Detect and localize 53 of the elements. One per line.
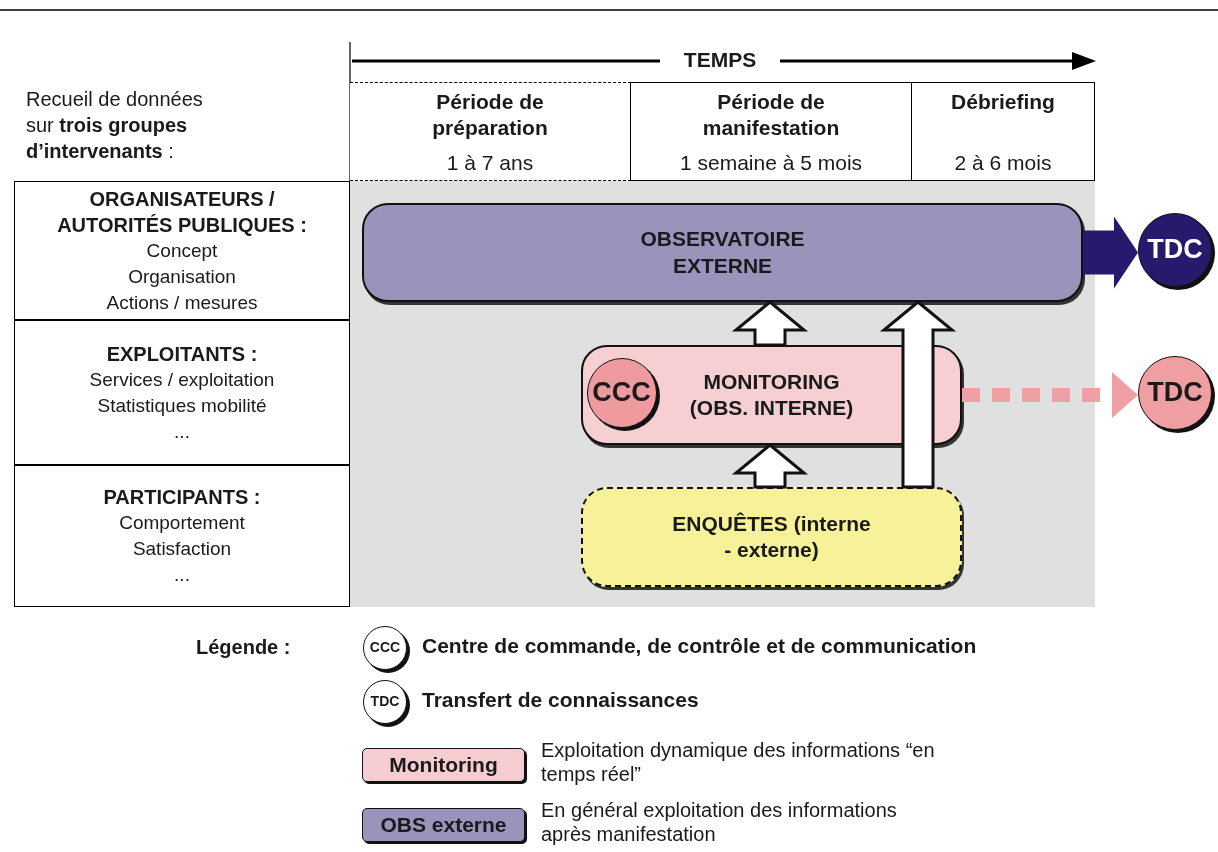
circle-badge xyxy=(586,357,657,428)
intro-note: Recueil de données sur trois groupes d’intervenants : xyxy=(25,87,204,164)
rounded-box xyxy=(362,203,1083,302)
legend-swatch xyxy=(362,748,525,782)
badge-label: TDC xyxy=(1147,376,1203,410)
legend-text: Centre de commande, de contrôle et de communication xyxy=(422,634,977,658)
stakeholder-row xyxy=(14,181,350,320)
hollow-arrow xyxy=(731,443,809,489)
group-item: Organisation xyxy=(128,264,236,289)
period-header-cell xyxy=(631,82,912,181)
period-duration: 1 semaine à 5 mois xyxy=(679,149,863,176)
period-header-cell xyxy=(350,82,631,181)
period-title: Débriefing xyxy=(951,89,1055,115)
box-title: MONITORING (OBS. INTERNE) xyxy=(688,368,855,421)
group-item: Concept xyxy=(146,238,218,263)
period-header-cell xyxy=(912,82,1095,181)
box-title: ENQUÊTES (interne - externe) xyxy=(671,510,872,563)
circle-badge xyxy=(363,680,407,724)
block-arrow xyxy=(1083,216,1138,289)
period-duration: 1 à 7 ans xyxy=(446,149,534,176)
period-title: Période de préparation xyxy=(431,89,549,142)
legend-text: En général exploitation des informations après manifestation xyxy=(541,798,898,846)
legend-text: Exploitation dynamique des informations “en temps réel” xyxy=(541,738,936,786)
badge-label: TDC xyxy=(370,693,400,711)
group-item: Services / exploitation xyxy=(89,367,275,392)
dashed-arrow xyxy=(962,372,1138,418)
group-item: Comportement xyxy=(119,511,245,535)
group-item: Actions / mesures xyxy=(106,290,258,315)
badge-label: CCC xyxy=(369,639,401,657)
rounded-box xyxy=(581,345,962,445)
badge-label: CCC xyxy=(592,375,651,409)
circle-badge xyxy=(363,626,407,670)
group-heading: ORGANISATEURS / AUTORITÉS PUBLIQUES : xyxy=(56,186,308,238)
group-heading: PARTICIPANTS : xyxy=(103,485,261,510)
hollow-arrow xyxy=(731,300,809,347)
box-title: OBSERVATOIRE EXTERNE xyxy=(639,226,806,279)
period-title: Période de manifestation xyxy=(701,89,841,142)
group-item: Statistiques mobilité xyxy=(97,393,267,418)
stakeholder-row xyxy=(14,465,350,607)
stakeholder-row xyxy=(14,320,350,465)
legend-text: Transfert de connaissances xyxy=(422,688,699,712)
legend-swatch xyxy=(362,808,525,842)
rounded-box xyxy=(581,487,962,587)
period-duration: 2 à 6 mois xyxy=(954,149,1052,176)
group-item: ... xyxy=(174,563,190,587)
badge-label: TDC xyxy=(1147,233,1203,267)
legend-title: Légende : xyxy=(195,635,292,660)
swatch-label: OBS externe xyxy=(380,811,507,838)
group-item: ... xyxy=(174,419,190,444)
group-heading: EXPLOITANTS : xyxy=(106,341,258,367)
swatch-label: Monitoring xyxy=(389,751,498,778)
hollow-arrow xyxy=(879,300,957,489)
group-item: Satisfaction xyxy=(132,537,232,561)
